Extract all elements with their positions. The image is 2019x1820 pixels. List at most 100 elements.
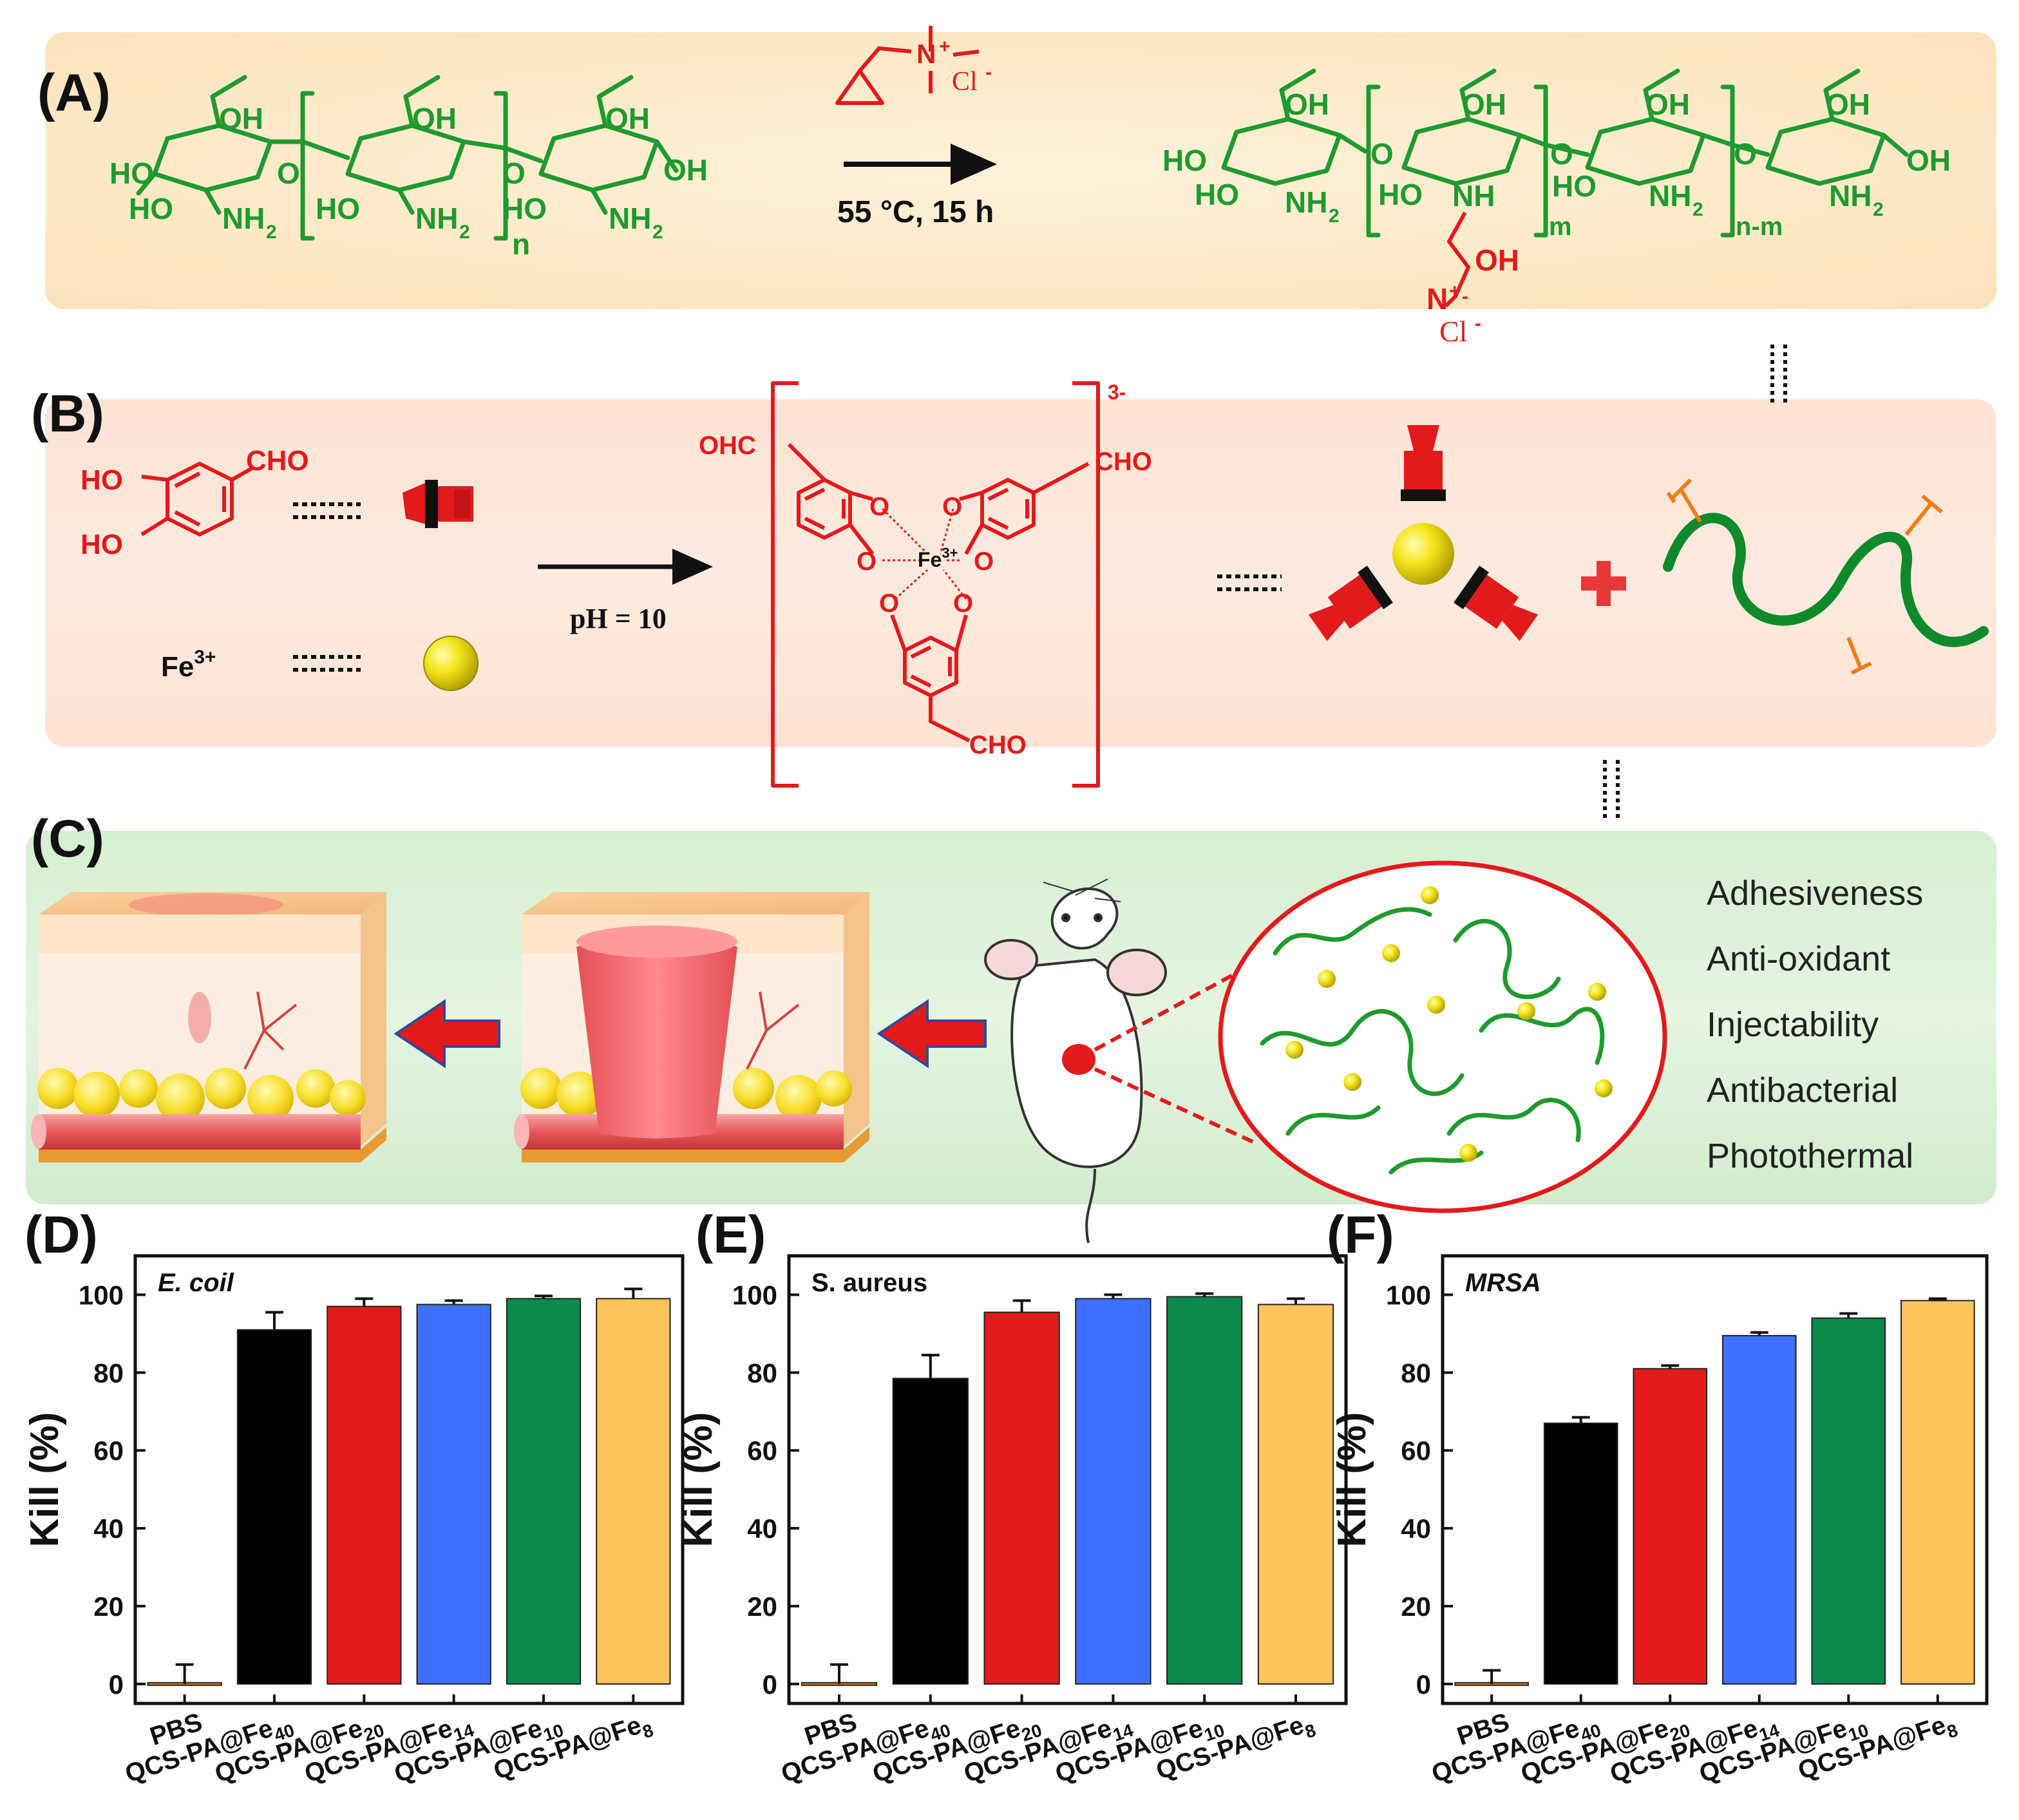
chart-annotation: MRSA [1465,1269,1541,1297]
svg-text:OH: OH [1285,88,1329,121]
dotted-equals-2 [293,655,361,672]
bar [1257,1303,1334,1685]
y-tick-label: 100 [1386,1280,1431,1310]
svg-text:OHC: OHC [699,431,756,460]
svg-text:3-: 3- [1108,381,1126,404]
panel-label-d: (D) [24,1206,98,1264]
mouse-illustration [984,878,1167,1244]
svg-text:OH: OH [605,102,650,135]
svg-text:2: 2 [1692,199,1703,220]
bar [1633,1368,1708,1685]
bar [236,1329,312,1685]
svg-text:HO: HO [1552,169,1597,203]
red-arrow-left-2 [877,999,987,1068]
plot-frame [1441,1254,1989,1705]
svg-text:O: O [942,493,962,521]
svg-text:CHO: CHO [1095,448,1152,476]
panel-label-a: (A) [37,64,111,122]
hydrogel-network-zoom [1218,860,1667,1213]
property-list: Adhesiveness Anti-oxidant Injectability … [1707,874,1923,1175]
bar [1166,1296,1243,1685]
svg-text:NH: NH [1452,179,1495,213]
svg-text:-: - [985,62,992,83]
panel-label-c: (C) [31,810,104,868]
plot-frame [133,1254,685,1705]
svg-text:N: N [1427,282,1448,316]
svg-text:Cl: Cl [1439,315,1467,348]
svg-text:HO: HO [109,156,154,190]
bar [1075,1298,1152,1685]
panel-b-background [45,399,1996,747]
bar [327,1305,402,1685]
property-antibacterial: Antibacterial [1707,1071,1898,1110]
fe-complex-labels: OHC CHO CHO O O O O O O 3- [699,381,1152,759]
qcs-side-chain [1444,211,1470,308]
svg-text:O: O [502,156,526,190]
reagent-structure [835,26,980,105]
bar [983,1311,1060,1685]
dotted-connector-b [1603,760,1620,818]
svg-text:NH: NH [609,202,651,235]
svg-text:+: + [1449,281,1461,302]
svg-text:O: O [974,547,994,576]
svg-text:HO: HO [502,192,547,225]
chart-annotation: S. aureus [811,1269,927,1297]
y-tick-label: 80 [1401,1358,1431,1388]
svg-text:O: O [953,589,973,618]
svg-text:O: O [1734,137,1757,171]
fe-complex-center: Fe3+ [918,545,958,571]
svg-text:HO: HO [1195,178,1239,211]
reaction-condition-a: 55 °C, 15 h [837,195,994,229]
chitosan-labels: OH OH OH HO HO HO HO NH 2 NH 2 NH 2 OH O… [109,102,708,261]
bar [1721,1334,1797,1685]
svg-text:OH: OH [663,153,708,187]
svg-text:2: 2 [1873,199,1884,220]
svg-text:NH: NH [222,202,265,235]
y-tick-label: 80 [93,1358,124,1388]
svg-text:OH: OH [1906,144,1951,177]
svg-text:HO: HO [81,529,123,560]
property-photothermal: Photothermal [1707,1137,1913,1175]
svg-text:HO: HO [129,192,173,225]
red-arrow-left-1 [393,999,500,1068]
svg-text:n-m: n-m [1736,213,1783,241]
y-tick-label: 40 [747,1513,777,1544]
svg-text:NH: NH [415,202,458,235]
dotted-equals-3 [1217,574,1282,591]
y-tick-label: 0 [109,1669,124,1700]
svg-text:OH: OH [219,102,263,135]
y-tick-label: 0 [763,1669,777,1700]
chart-annotation: E. coil [158,1269,234,1297]
x-tick-label-subscript: 8 [1944,1720,1960,1742]
svg-text:2: 2 [1329,205,1340,227]
svg-text:OH: OH [1462,88,1506,121]
svg-text:2: 2 [266,222,277,243]
healed-skin-block [31,892,386,1162]
benzaldehyde-labels: HO HO CHO [81,445,309,560]
y-tick-label: 20 [93,1591,124,1622]
svg-text:n: n [512,227,530,261]
y-tick-label: 40 [93,1513,124,1544]
y-tick-label: 80 [747,1358,777,1388]
bar [892,1378,969,1685]
svg-text:Cl: Cl [952,67,978,97]
svg-text:O: O [277,156,300,190]
reaction-condition-b: pH = 10 [570,603,667,634]
dotted-connector-a [1770,345,1787,403]
ligand-block-icon [403,480,473,528]
svg-text:-: - [1475,313,1481,334]
wound-skin-block [514,892,869,1162]
benzaldehyde-structure [140,462,256,536]
svg-text:OH: OH [1826,88,1870,121]
iron-ball-icon [423,636,479,691]
svg-text:CHO: CHO [246,445,309,477]
y-tick-label: 0 [1416,1669,1431,1700]
plus-icon [1581,561,1626,606]
y-tick-label: 100 [732,1280,777,1310]
y-tick-label: 60 [93,1436,124,1466]
svg-text:+: + [939,36,951,57]
iron-label: Fe3+ [161,647,216,683]
svg-text:2: 2 [459,222,470,243]
